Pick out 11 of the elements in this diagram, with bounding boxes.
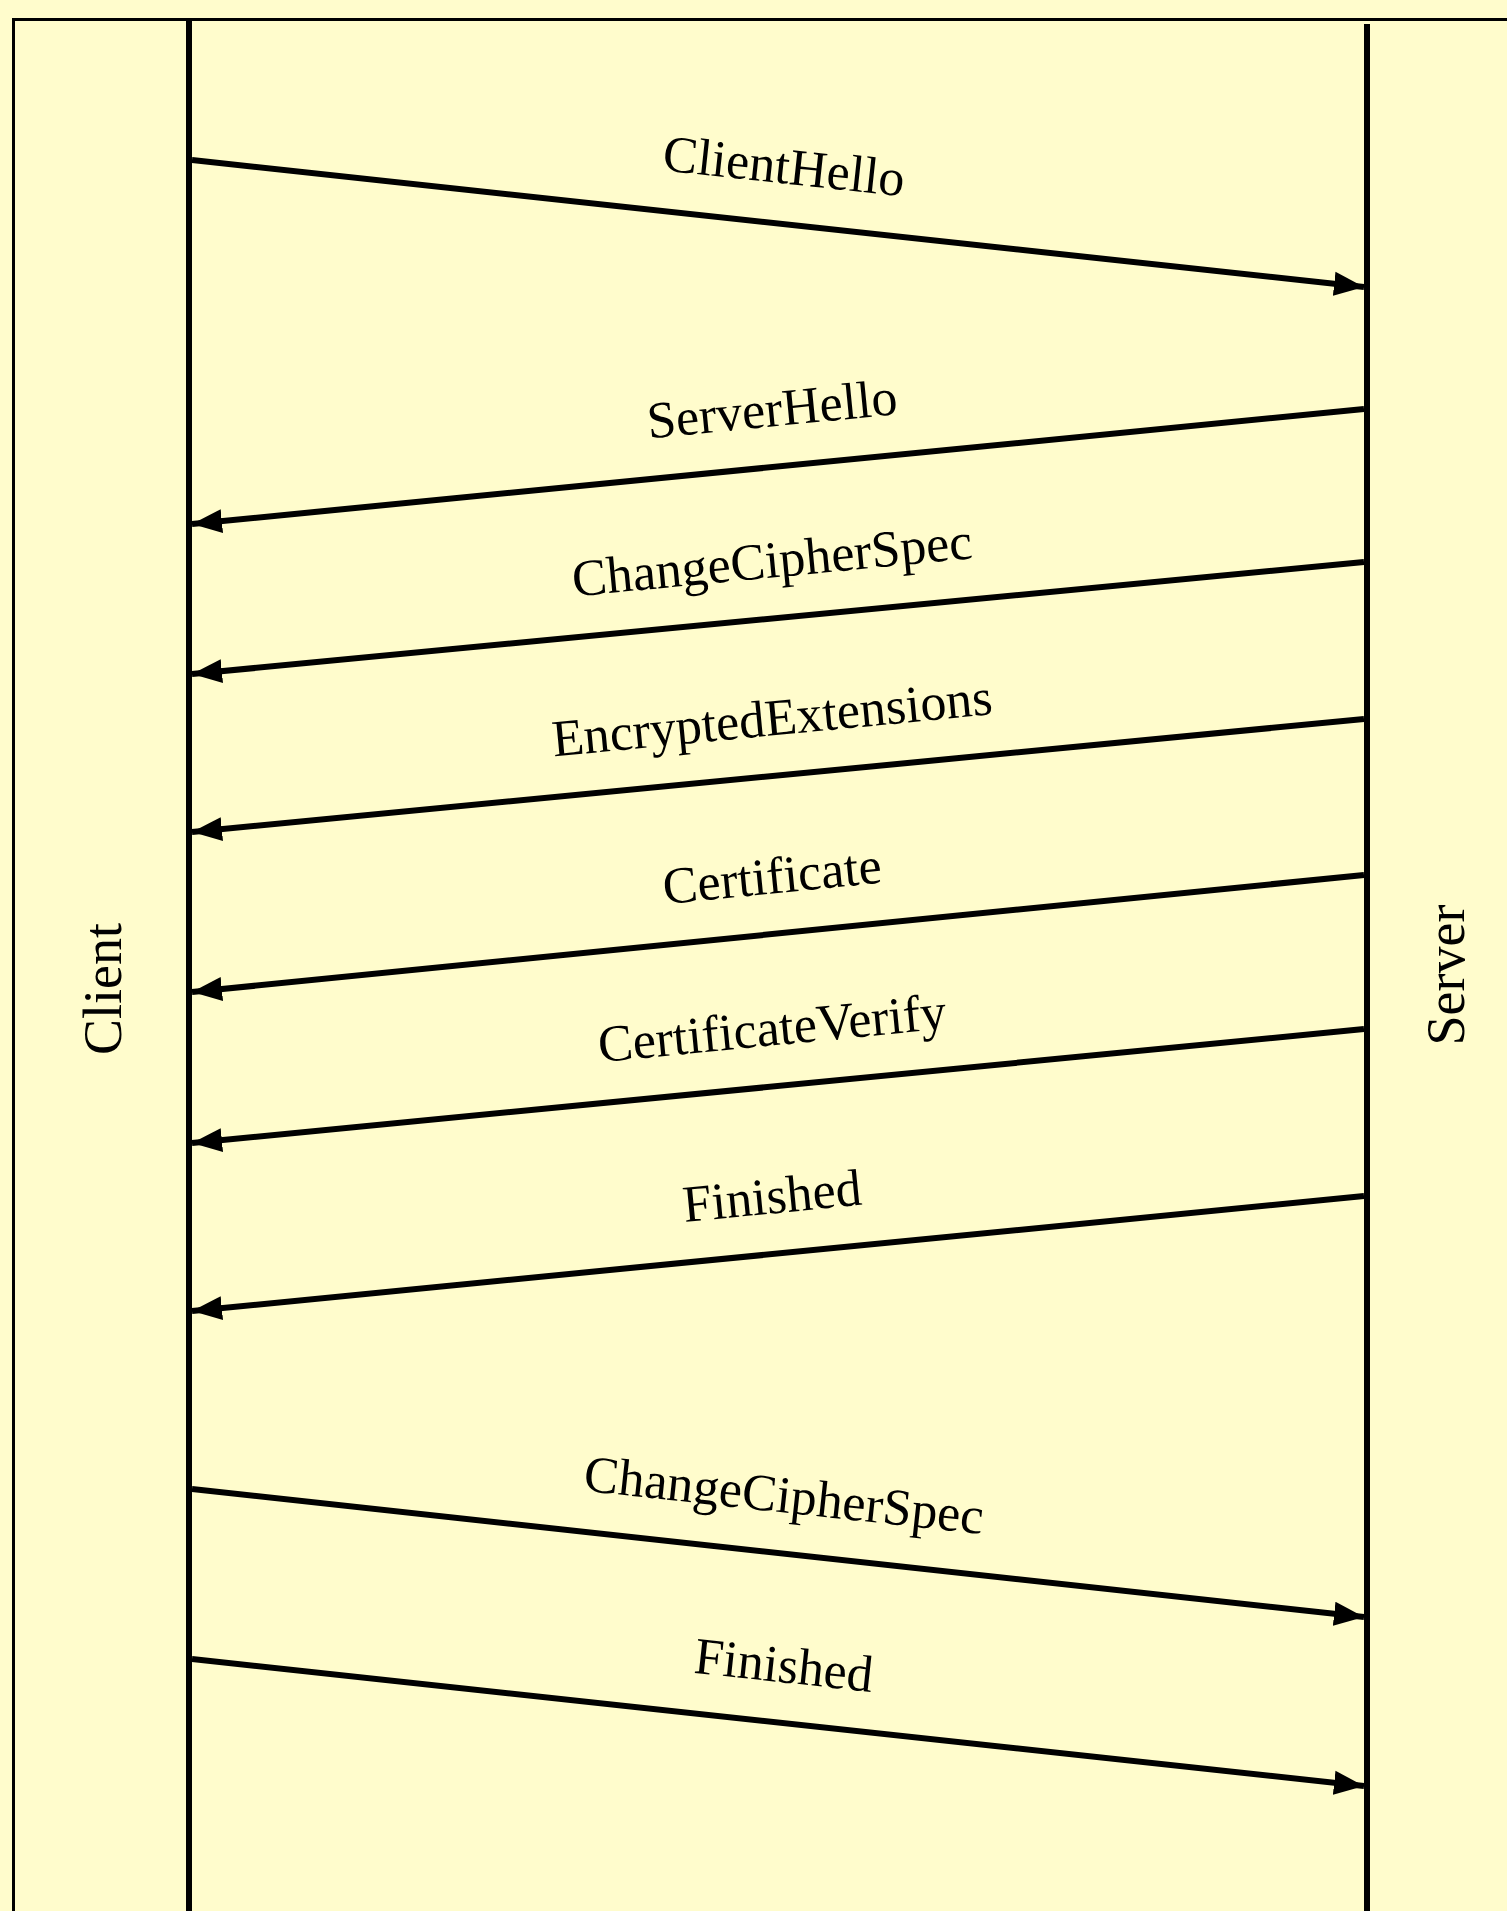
participant-label: Server: [1415, 904, 1477, 1046]
participant-label: Client: [72, 923, 134, 1055]
message-arrow: [191, 1193, 1365, 1320]
message-arrow: [191, 1026, 1365, 1153]
message-arrow: [191, 872, 1365, 1001]
message-arrow: [191, 157, 1365, 296]
message-arrow: [191, 559, 1365, 684]
message-arrow: [191, 1656, 1365, 1795]
message-arrow: [191, 1486, 1365, 1626]
message-arrow: [191, 716, 1365, 842]
message-arrow: [191, 406, 1365, 533]
